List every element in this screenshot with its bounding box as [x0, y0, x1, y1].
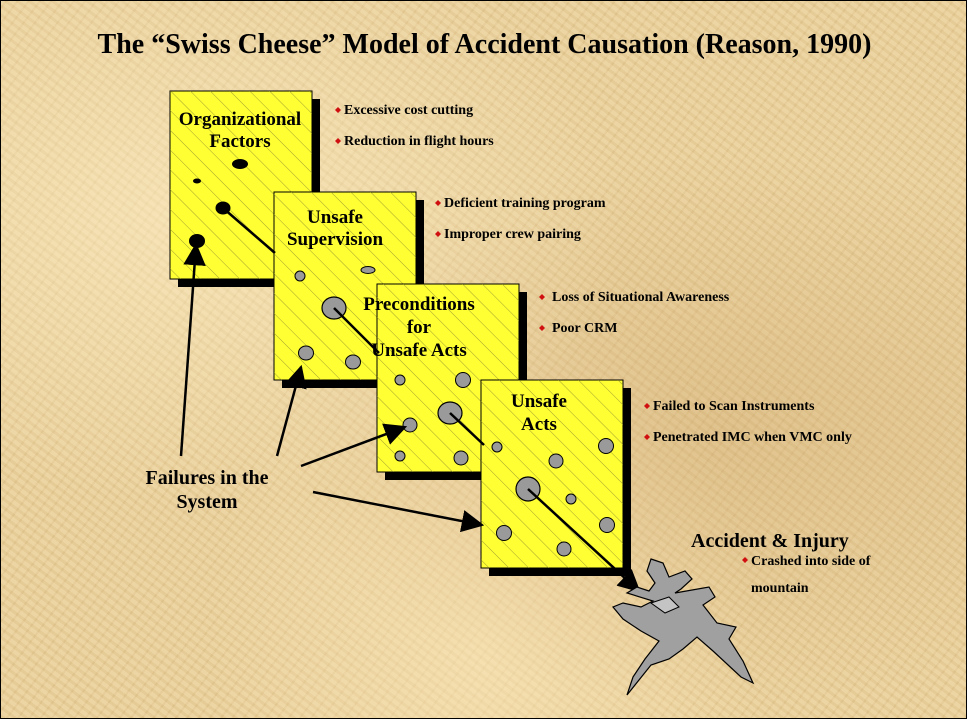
bullet-text: Deficient training program	[444, 196, 606, 211]
diamond-bullet-icon	[435, 231, 441, 237]
slab-label-line: for	[407, 317, 432, 338]
slab-label-line: Organizational	[179, 109, 301, 130]
diamond-bullet-icon	[335, 138, 341, 144]
bullet-text: Poor CRM	[552, 321, 617, 336]
hole	[294, 270, 306, 282]
hole	[491, 441, 503, 453]
bullets-preconditions: Loss of Situational Awareness Poor CRM	[539, 290, 730, 336]
hole	[345, 354, 361, 370]
failures-label-line: Failures in the	[146, 467, 269, 489]
bullet-text: Penetrated IMC when VMC only	[653, 430, 852, 445]
hole	[598, 438, 614, 454]
slab-label-line: Factors	[209, 131, 270, 152]
hole	[232, 159, 248, 169]
trajectory-segment	[333, 307, 380, 354]
failure-arrow	[179, 242, 206, 457]
hole	[298, 345, 314, 361]
bullet-text: Loss of Situational Awareness	[552, 290, 730, 305]
accident-callout: Accident & Injury Crashed into side of m…	[691, 530, 871, 596]
hole	[565, 493, 577, 505]
bullets-unsafe-acts: Failed to Scan Instruments Penetrated IM…	[644, 399, 852, 445]
hole	[394, 374, 406, 386]
failure-arrow	[312, 490, 485, 533]
diamond-bullet-icon	[644, 403, 650, 409]
diamond-bullet-icon	[335, 107, 341, 113]
hole	[360, 266, 376, 274]
hole	[193, 178, 201, 184]
hole	[453, 450, 469, 466]
crashed-jet-icon	[612, 558, 755, 696]
slab-unsafe-acts: Unsafe Acts	[480, 379, 631, 576]
hole	[496, 525, 512, 541]
diamond-bullet-icon	[539, 325, 545, 331]
accident-title: Accident & Injury	[691, 530, 849, 552]
hole	[556, 541, 572, 557]
bullets-supervision: Deficient training program Improper crew…	[435, 196, 606, 242]
failures-callout: Failures in the System	[146, 242, 485, 533]
diamond-bullet-icon	[644, 434, 650, 440]
hole	[548, 453, 564, 469]
failure-trajectory	[222, 207, 641, 593]
trajectory-arrow	[527, 488, 641, 593]
hole	[599, 517, 615, 533]
diamond-bullet-icon	[742, 557, 748, 563]
diamond-bullet-icon	[435, 200, 441, 206]
failures-label-line: System	[176, 491, 237, 513]
bullet-text: Failed to Scan Instruments	[653, 399, 815, 414]
failure-arrow	[275, 364, 307, 457]
diamond-bullet-icon	[539, 294, 545, 300]
bullets-organizational: Excessive cost cutting Reduction in flig…	[335, 103, 494, 149]
jet-body	[612, 558, 755, 696]
accident-bullet-line: mountain	[751, 581, 809, 596]
trajectory-segment	[222, 207, 276, 254]
hole	[402, 417, 418, 433]
slab-label-line: Unsafe	[307, 207, 363, 228]
trajectory-segment	[449, 412, 485, 446]
hole	[394, 450, 406, 462]
bullet-text: Excessive cost cutting	[344, 103, 473, 118]
slab-label-line: Supervision	[287, 229, 384, 250]
accident-bullet-line: Crashed into side of	[751, 554, 871, 569]
hole	[455, 372, 471, 388]
bullet-text: Reduction in flight hours	[344, 134, 494, 149]
jet-crack	[649, 596, 680, 614]
slide-title: The “Swiss Cheese” Model of Accident Cau…	[97, 29, 872, 60]
slab-label-line: Preconditions	[363, 294, 475, 315]
bullet-text: Improper crew pairing	[444, 227, 581, 242]
slab-label-line: Unsafe Acts	[371, 340, 467, 361]
failure-arrow	[300, 423, 408, 468]
slab-label-line: Unsafe	[511, 391, 567, 412]
slab-label-line: Acts	[521, 414, 557, 435]
